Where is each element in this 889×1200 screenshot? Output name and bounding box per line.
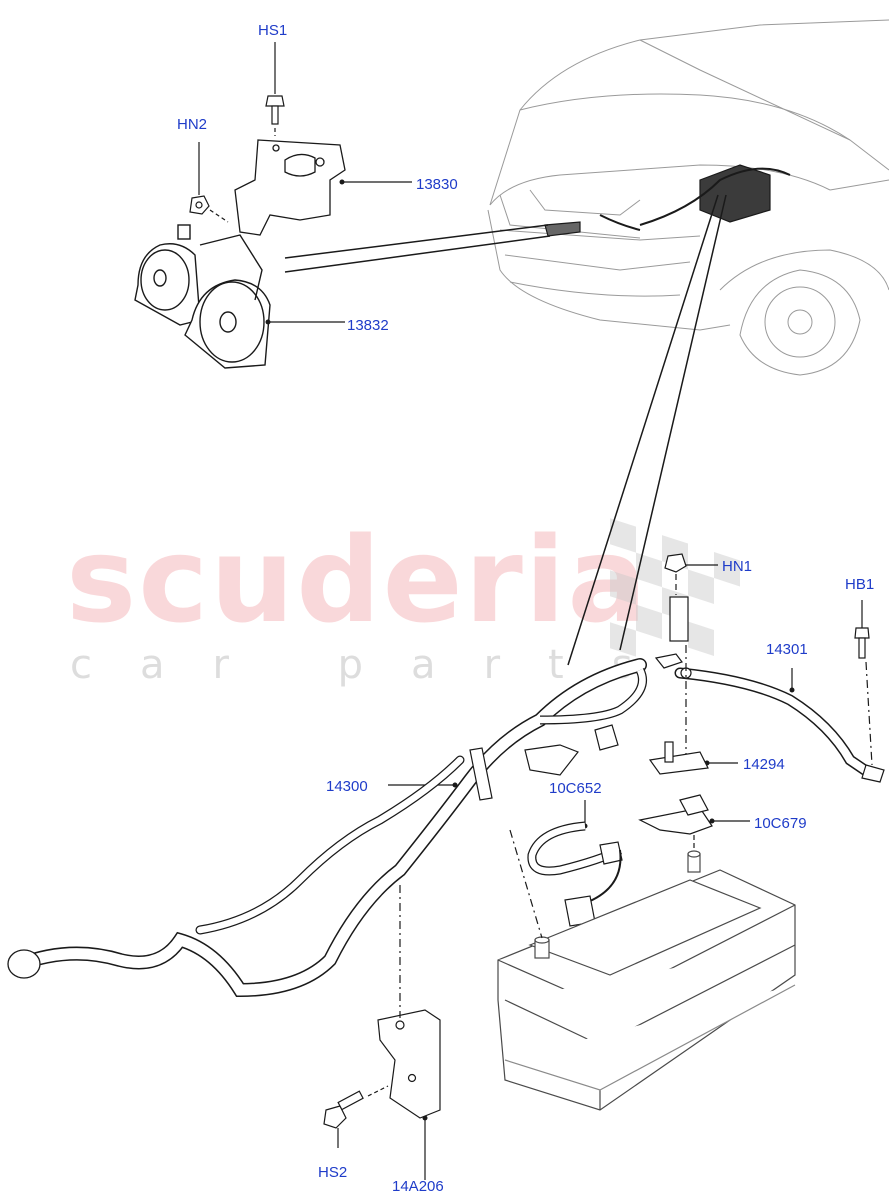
battery	[497, 829, 796, 1111]
horn-bracket	[234, 139, 346, 236]
battery-sensor-cable	[527, 794, 713, 927]
harness-bracket	[377, 885, 441, 1119]
horn-assembly	[134, 224, 271, 369]
bolt-hs2	[323, 1085, 389, 1129]
callout-14300[interactable]: 14300	[326, 778, 368, 795]
nut-hn1	[664, 553, 689, 760]
callout-hs1[interactable]: HS1	[258, 22, 288, 39]
callout-14a206[interactable]: 14A206	[392, 1178, 444, 1195]
terminal-bracket	[648, 741, 709, 775]
callout-13830[interactable]: 13830	[416, 176, 458, 193]
callout-14294[interactable]: 14294	[743, 756, 785, 773]
engine-bay-battery	[544, 164, 791, 237]
callout-10c679[interactable]: 10C679	[754, 815, 807, 832]
nut-hn2	[189, 195, 229, 223]
callout-hn2[interactable]: HN2	[177, 116, 208, 133]
vehicle-outline	[487, 19, 889, 376]
battery-cable-harness	[7, 653, 683, 998]
watermark-subtext: car parts	[70, 642, 681, 688]
callout-14301[interactable]: 14301	[766, 641, 808, 658]
callout-hs2[interactable]: HS2	[318, 1164, 348, 1181]
callout-13832[interactable]: 13832	[347, 317, 389, 334]
bolt-hb1	[854, 627, 873, 766]
reference-leader-lines	[284, 194, 727, 666]
callout-leaders	[198, 42, 863, 1180]
positive-cable	[674, 667, 885, 783]
callout-hn1[interactable]: HN1	[722, 558, 753, 575]
callout-hb1[interactable]: HB1	[845, 576, 875, 593]
callout-dots	[265, 179, 795, 1121]
watermark-logo-text: scuderia	[66, 511, 649, 649]
callout-10c652[interactable]: 10C652	[549, 780, 602, 797]
bolt-hs1	[265, 95, 285, 136]
